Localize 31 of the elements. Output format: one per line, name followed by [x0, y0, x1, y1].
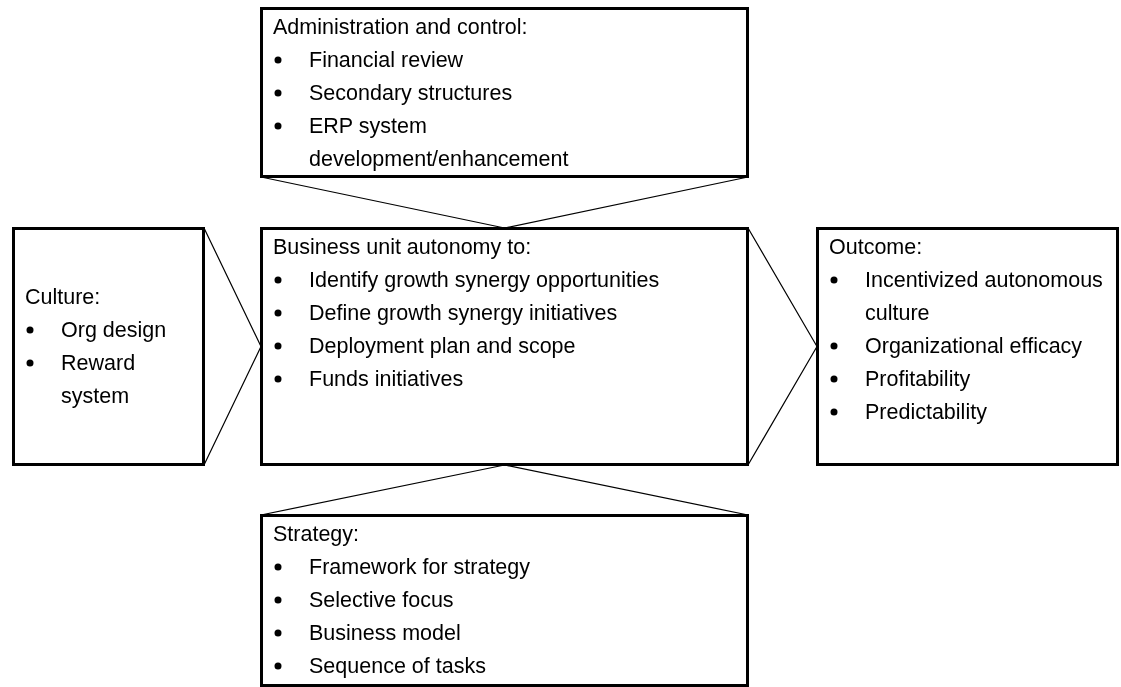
text-box — [816, 227, 1119, 466]
bullet-text: Secondary structures — [309, 81, 513, 105]
bullet-text: Sequence of tasks — [309, 654, 486, 678]
bullet-text: Define growth synergy initiatives — [309, 301, 618, 325]
text-box — [260, 514, 749, 687]
bullet-text: Business model — [309, 621, 461, 645]
box-heading: Business unit autonomy to: — [273, 234, 533, 261]
box-heading: Outcome: — [829, 234, 924, 261]
box-heading: Strategy: — [273, 521, 361, 548]
chevron-connector — [203, 227, 262, 466]
bullet-text: ERP system development/enhancement — [309, 114, 569, 171]
bullet-text: Identify growth synergy opportunities — [309, 268, 660, 292]
chevron-connector — [260, 176, 749, 229]
chevron-connector — [260, 464, 749, 516]
box-heading: Culture: — [25, 284, 102, 311]
bullet-text: Financial review — [309, 48, 464, 72]
bullet-text: Predictability — [865, 400, 987, 424]
bullet-text: Reward system — [61, 351, 136, 408]
bullet-text: Profitability — [865, 367, 971, 391]
bullet-text: Selective focus — [309, 588, 454, 612]
bullet-text: Incentivized autonomous culture — [865, 268, 1103, 325]
box-heading: Administration and control: — [273, 14, 529, 41]
text-box — [12, 227, 205, 466]
text-box — [260, 7, 749, 178]
bullet-text: Framework for strategy — [309, 555, 531, 579]
text-box — [260, 227, 749, 466]
bullet-text: Organizational efficacy — [865, 334, 1083, 358]
chevron-connector — [747, 227, 818, 466]
bullet-text: Org design — [61, 318, 167, 342]
bullet-text: Funds initiatives — [309, 367, 464, 391]
bullet-text: Deployment plan and scope — [309, 334, 576, 358]
